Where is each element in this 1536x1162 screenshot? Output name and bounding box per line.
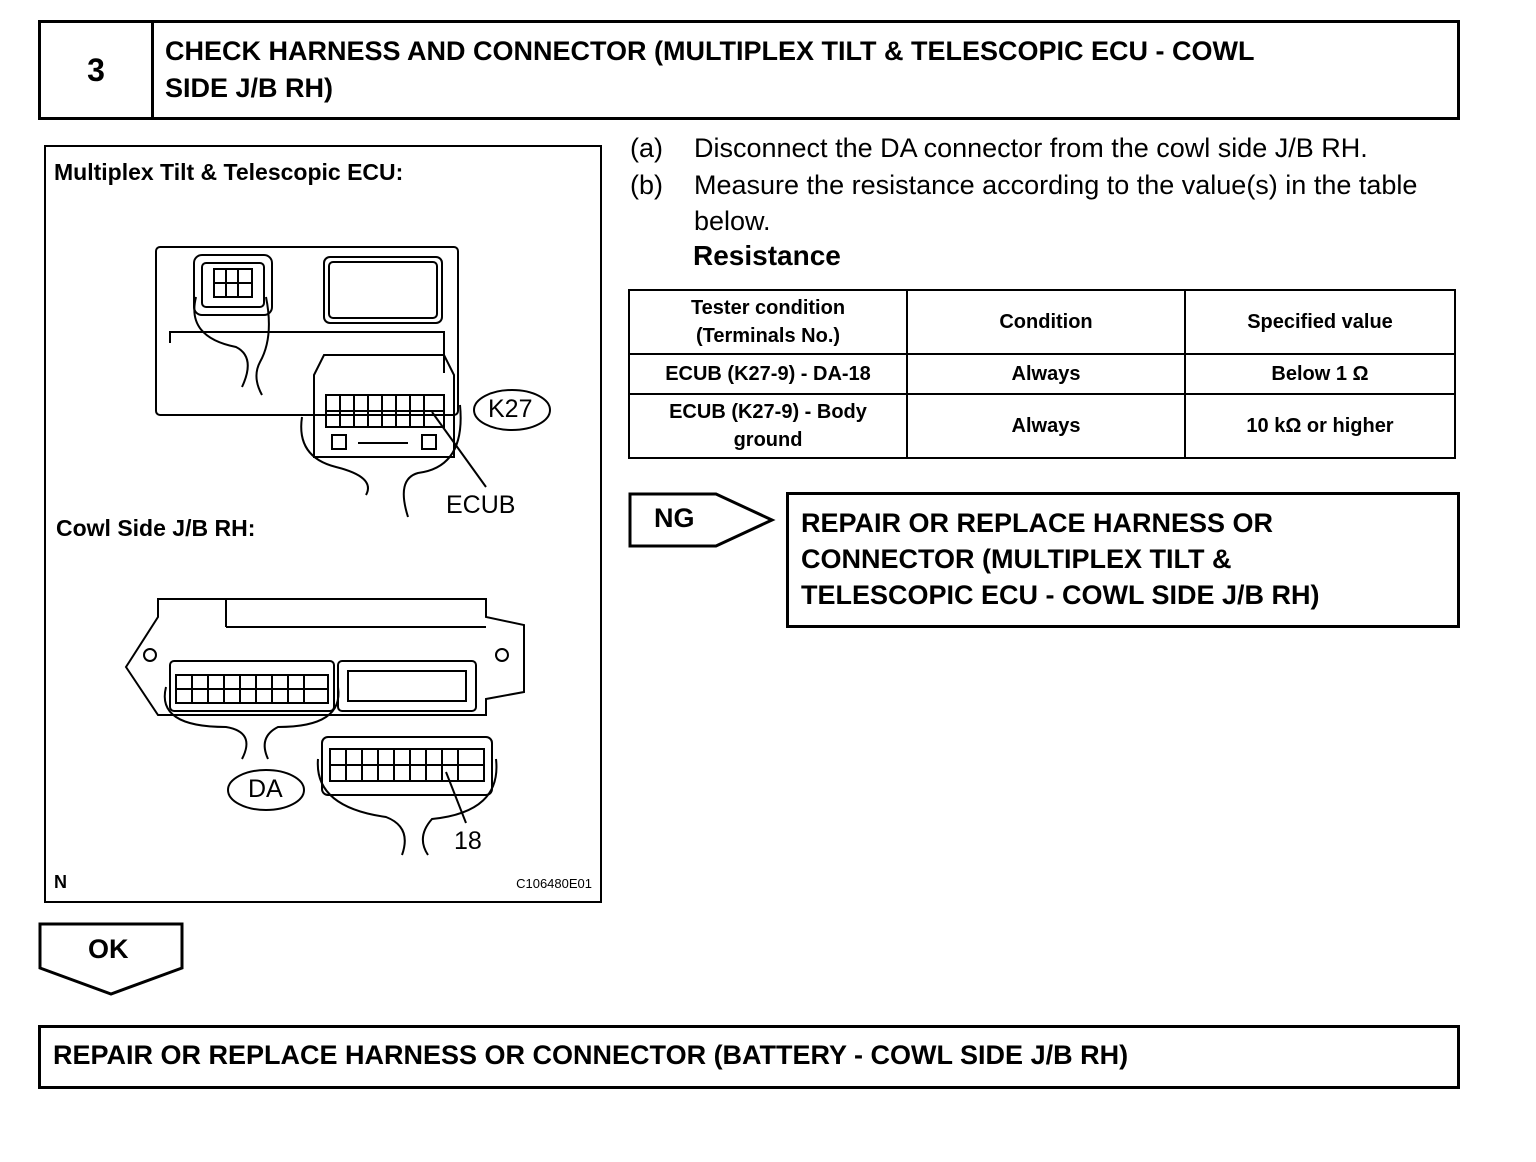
da-callout: DA [248,775,283,803]
ng-arrow [628,492,776,548]
row1-terminals: ECUB (K27-9) - DA-18 [628,353,908,395]
ecu-label: Multiplex Tilt & Telescopic ECU: [54,159,404,185]
ecub-callout: ECUB [446,491,516,519]
header-tester-line1: Tester condition [690,297,846,319]
ecu-body-step [169,331,445,373]
instruction-b-label: (b) [630,170,663,200]
row2-terminals-line2: ground [733,429,803,451]
k27-connector [313,354,455,458]
step-title-line1: CHECK HARNESS AND CONNECTOR (MULTIPLEX T… [165,36,1255,66]
table-row: ECUB (K27-9) - DA-18 Always Below 1 Ω [628,353,1456,395]
ng-result-box: REPAIR OR REPLACE HARNESS OR CONNECTOR (… [786,492,1460,628]
ok-arrow [38,922,184,996]
jb-right-socket [337,660,477,712]
resistance-heading: Resistance [693,240,841,271]
ecub-leader-line [431,411,487,488]
ok-label: OK [88,934,129,964]
da-callout-ellipse [227,769,305,811]
header-condition: Condition [906,289,1186,355]
instruction-b: (b) Measure the resistance according to … [630,167,1470,239]
pin18-leader-line [445,771,467,824]
ng-result-text: REPAIR OR REPLACE HARNESS OR CONNECTOR (… [801,505,1320,613]
ecu-small-connector [193,254,273,316]
step-title-line2: SIDE J/B RH) [165,73,334,103]
connector-drawing [124,246,551,856]
instruction-a-label: (a) [630,133,663,163]
pin18-callout: 18 [454,827,482,855]
k27-callout-ellipse [473,389,551,431]
row1-condition: Always [906,353,1186,395]
ng-result-line1: REPAIR OR REPLACE HARNESS OR [801,508,1274,538]
k27-callout: K27 [488,395,533,423]
connector-figure: Multiplex Tilt & Telescopic ECU: Cowl Si… [44,145,602,903]
row2-terminals-line1: ECUB (K27-9) - Body [669,401,867,423]
table-header-row: Tester condition (Terminals No.) Conditi… [628,289,1456,355]
ng-result-line3: TELESCOPIC ECU - COWL SIDE J/B RH) [801,580,1320,610]
jb-body-outline [124,598,525,716]
row2-terminals: ECUB (K27-9) - Body ground [628,393,908,459]
jb-label: Cowl Side J/B RH: [56,515,256,541]
table-row: ECUB (K27-9) - Body ground Always 10 kΩ … [628,393,1456,459]
figure-code: C106480E01 [516,876,592,891]
ok-result-text: REPAIR OR REPLACE HARNESS OR CONNECTOR (… [53,1040,1129,1070]
row1-value: Below 1 Ω [1184,353,1456,395]
instruction-a: (a) Disconnect the DA connector from the… [630,130,1470,166]
da-mating-connector [321,736,493,796]
instruction-a-text: Disconnect the DA connector from the cow… [694,133,1368,163]
step-title: CHECK HARNESS AND CONNECTOR (MULTIPLEX T… [165,33,1417,107]
figure-corner-n: N [54,872,67,892]
header-specified-value: Specified value [1184,289,1456,355]
row2-condition: Always [906,393,1186,459]
da-connector [169,660,335,712]
step-header: 3 CHECK HARNESS AND CONNECTOR (MULTIPLEX… [38,20,1460,120]
step-number: 3 [41,23,154,117]
row2-value: 10 kΩ or higher [1184,393,1456,459]
header-tester-line2: (Terminals No.) [695,325,841,347]
header-tester-condition: Tester condition (Terminals No.) [628,289,908,355]
ng-label: NG [654,503,695,533]
ecu-body-outline [155,246,459,416]
instruction-b-text: Measure the resistance according to the … [694,170,1418,236]
resistance-table: Tester condition (Terminals No.) Conditi… [628,289,1456,459]
ng-result-line2: CONNECTOR (MULTIPLEX TILT & [801,544,1232,574]
ecu-label-window [323,256,443,324]
ok-result-box: REPAIR OR REPLACE HARNESS OR CONNECTOR (… [38,1025,1460,1089]
